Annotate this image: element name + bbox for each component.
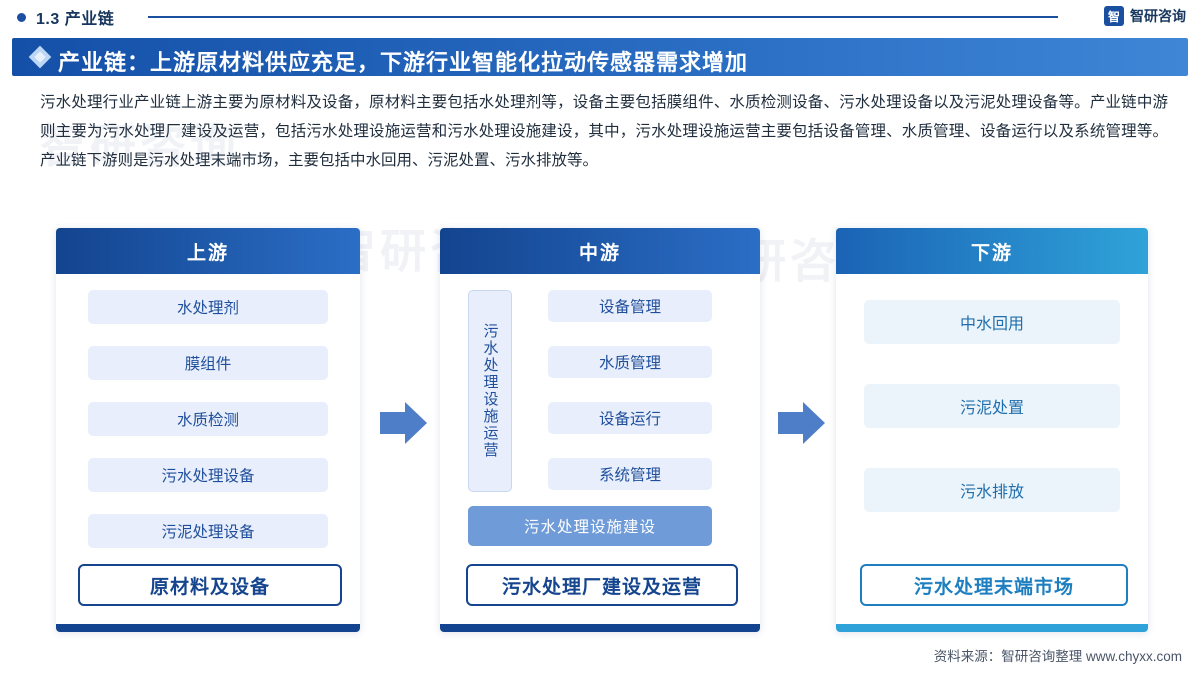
upstream-column: 上游 水处理剂 膜组件 水质检测 污水处理设备 污泥处理设备 原材料及设备: [56, 228, 360, 632]
upstream-item: 污水处理设备: [88, 458, 328, 492]
downstream-footer-bar: [836, 624, 1148, 632]
page-header: 1.3 产业链 智 智研咨询: [0, 0, 1200, 34]
midstream-item: 设备运行: [548, 402, 712, 434]
midstream-construction-item: 污水处理设施建设: [468, 506, 712, 546]
body-paragraph: 污水处理行业产业链上游主要为原材料及设备，原材料主要包括水处理剂等，设备主要包括…: [40, 94, 1168, 169]
downstream-footer: 污水处理末端市场: [860, 564, 1128, 606]
upstream-header: 上游: [56, 228, 360, 274]
section-number: 1.3 产业链: [36, 11, 115, 28]
upstream-item: 水质检测: [88, 402, 328, 436]
midstream-header: 中游: [440, 228, 760, 274]
midstream-item: 系统管理: [548, 458, 712, 490]
title-band: 产业链：上游原材料供应充足，下游行业智能化拉动传感器需求增加: [12, 38, 1188, 76]
upstream-footer-bar: [56, 624, 360, 632]
header-divider: [148, 16, 1058, 18]
bullet-dot-icon: [17, 13, 26, 22]
upstream-item: 膜组件: [88, 346, 328, 380]
midstream-footer-bar: [440, 624, 760, 632]
midstream-item: 水质管理: [548, 346, 712, 378]
upstream-footer: 原材料及设备: [78, 564, 342, 606]
downstream-column: 下游 中水回用 污泥处置 污水排放 污水处理末端市场: [836, 228, 1148, 632]
midstream-item: 设备管理: [548, 290, 712, 322]
page-title: 产业链：上游原材料供应充足，下游行业智能化拉动传感器需求增加: [58, 50, 749, 75]
diamond-icon: [28, 45, 52, 69]
brand-name: 智研咨询: [1130, 8, 1186, 24]
industry-chain-diagram: 上游 水处理剂 膜组件 水质检测 污水处理设备 污泥处理设备 原材料及设备 中游…: [0, 218, 1200, 638]
source-note: 资料来源：智研咨询整理 www.chyxx.com: [933, 649, 1182, 664]
downstream-item: 中水回用: [864, 300, 1120, 344]
downstream-item: 污水排放: [864, 468, 1120, 512]
midstream-footer: 污水处理厂建设及运营: [466, 564, 738, 606]
downstream-item: 污泥处置: [864, 384, 1120, 428]
midstream-column: 中游 污水处理设施运营 设备管理 水质管理 设备运行 系统管理 污水处理设施建设…: [440, 228, 760, 632]
arrow-right-icon: [778, 402, 826, 444]
brand: 智 智研咨询: [1104, 6, 1186, 26]
brand-logo-icon: 智: [1104, 6, 1124, 26]
arrow-right-icon: [380, 402, 428, 444]
downstream-header: 下游: [836, 228, 1148, 274]
upstream-item: 污泥处理设备: [88, 514, 328, 548]
upstream-item: 水处理剂: [88, 290, 328, 324]
midstream-vertical-label: 污水处理设施运营: [468, 290, 512, 492]
